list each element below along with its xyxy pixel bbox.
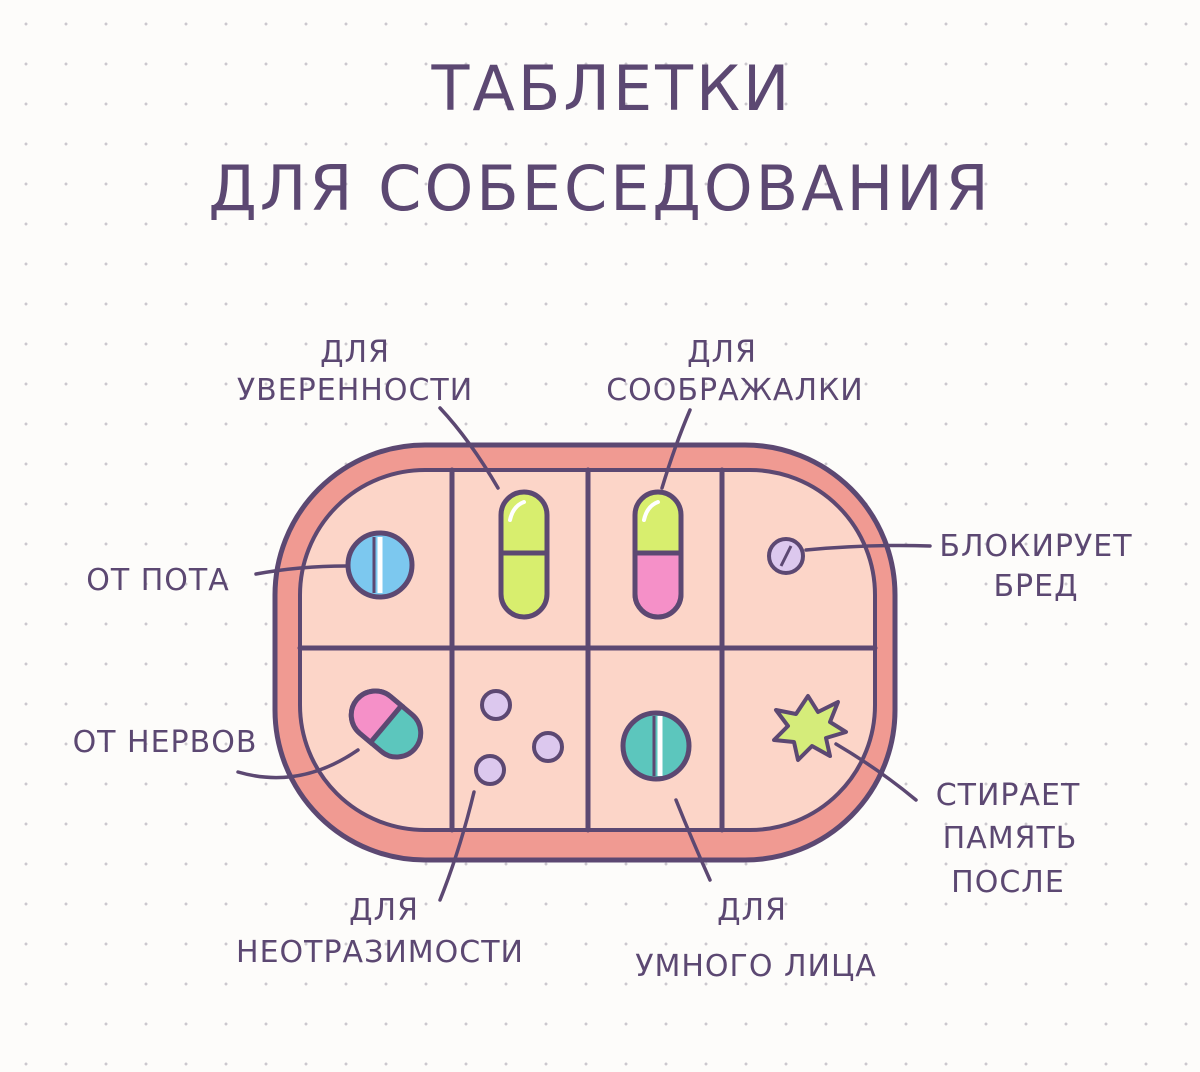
label-wit-line-1: ДЛЯ xyxy=(687,335,757,370)
label-nerves: ОТ НЕРВОВ xyxy=(73,725,258,760)
small-round-pill-icon xyxy=(767,537,805,575)
star-burst-pill-icon xyxy=(772,694,848,762)
oval-pill-icon xyxy=(348,688,424,760)
label-smart-face-line-2: УМНОГО ЛИЦА xyxy=(635,949,877,984)
leader-confidence xyxy=(438,406,500,490)
label-nonsense-line-2: БРЕД xyxy=(993,569,1078,604)
title-line-1: ТАБЛЕТКИ xyxy=(431,52,793,125)
leader-smart-face xyxy=(674,798,712,882)
label-nonsense-line-1: БЛОКИРУЕТ xyxy=(939,529,1132,564)
label-memory-line-1: СТИРАЕТ xyxy=(936,778,1081,813)
title-line-2: ДЛЯ СОБЕСЕДОВАНИЯ xyxy=(208,152,991,225)
leader-sweat xyxy=(254,564,348,576)
label-smart-face-line-1: ДЛЯ xyxy=(717,893,787,928)
label-irresistible-line-1: ДЛЯ xyxy=(349,893,419,928)
round-split-pill-icon xyxy=(345,530,415,600)
capsule-icon xyxy=(498,489,550,620)
round-split-pill-icon xyxy=(620,710,692,782)
bead-pill-icon xyxy=(532,731,564,763)
label-memory-line-3: ПОСЛЕ xyxy=(951,865,1065,900)
label-confidence-line-2: УВЕРЕННОСТИ xyxy=(237,373,473,408)
label-confidence-line-1: ДЛЯ xyxy=(320,335,390,370)
label-irresistible-line-2: НЕОТРАЗИМОСТИ xyxy=(236,935,524,970)
capsule-icon xyxy=(632,489,684,620)
leader-irresistible xyxy=(438,790,476,902)
label-wit-line-2: СООБРАЖАЛКИ xyxy=(606,373,864,408)
leader-nonsense xyxy=(804,543,932,552)
label-memory-line-2: ПАМЯТЬ xyxy=(943,821,1078,856)
label-sweat: ОТ ПОТА xyxy=(86,563,230,598)
leader-nerves xyxy=(236,748,360,780)
leader-wit xyxy=(660,408,692,490)
leader-memory xyxy=(834,742,918,802)
pill-case xyxy=(272,442,898,863)
bead-pill-icon xyxy=(480,689,512,721)
bead-pill-icon xyxy=(474,754,506,786)
